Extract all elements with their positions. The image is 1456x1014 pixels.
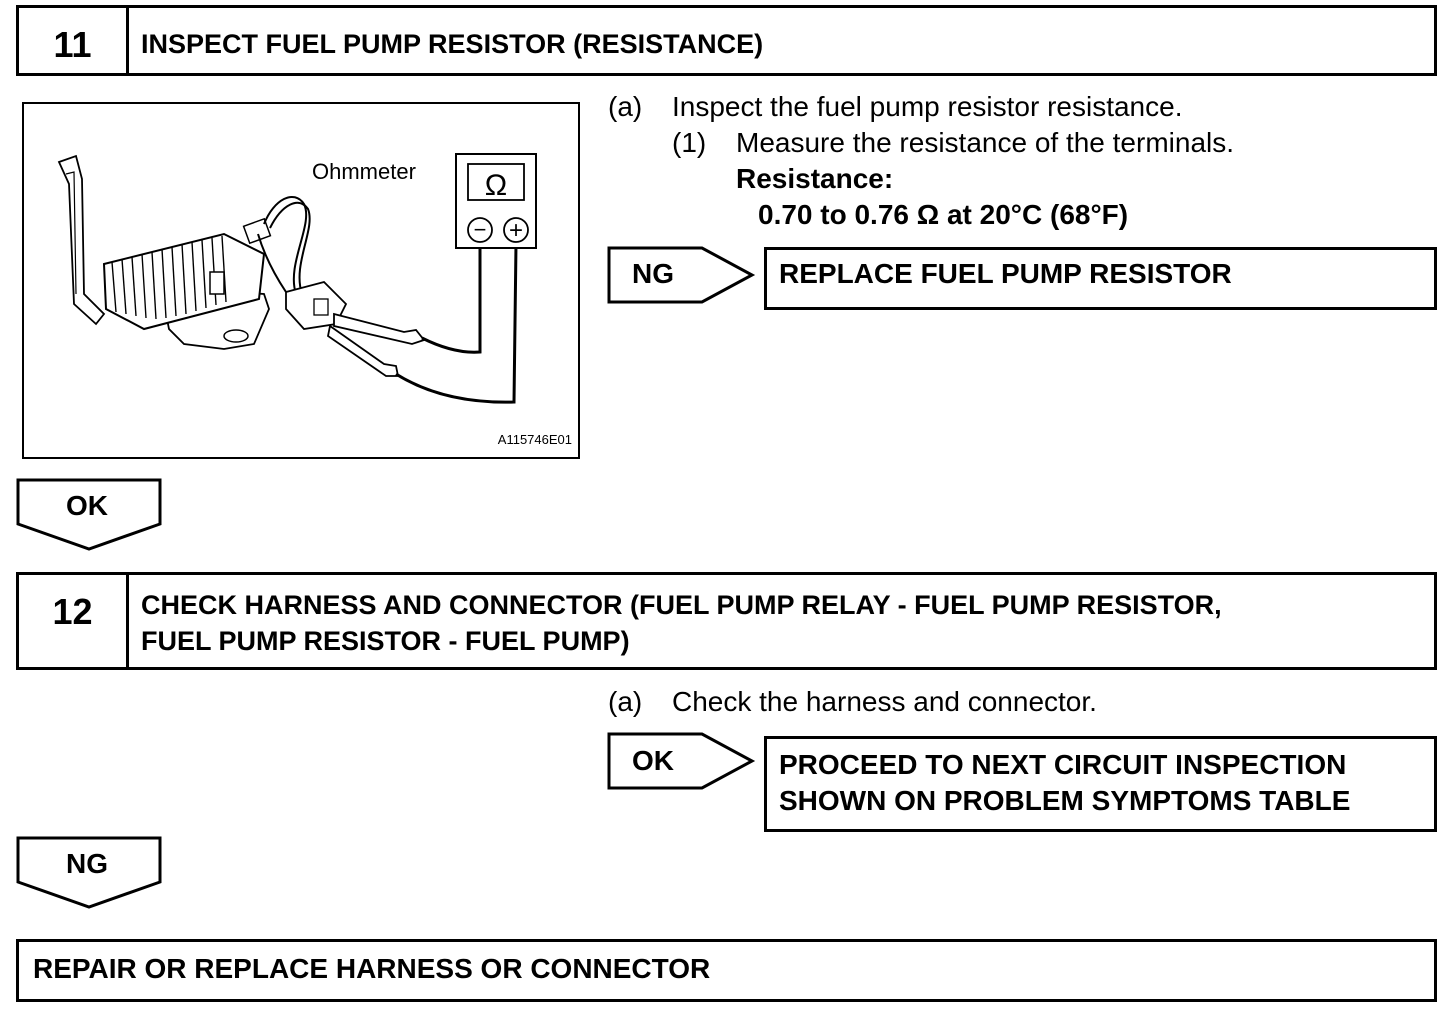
step-12-header: 12 CHECK HARNESS AND CONNECTOR (FUEL PUM… (16, 572, 1437, 670)
instruction-11-1-text: Measure the resistance of the terminals. (736, 127, 1235, 158)
proceed-next-circuit-box: PROCEED TO NEXT CIRCUIT INSPECTION SHOWN… (764, 736, 1437, 832)
fuel-pump-resistor-illustration: Ω − + Ohmmeter A115746E01 (57, 153, 572, 447)
ng-arrow-icon (607, 246, 756, 304)
ok-flow-label: OK (66, 490, 108, 521)
replace-resistor-box: REPLACE FUEL PUMP RESISTOR (764, 247, 1437, 310)
omega-icon: Ω (485, 169, 507, 202)
instruction-11-a-text: Inspect the fuel pump resistor resistanc… (672, 91, 1183, 122)
instruction-11-1-marker: (1) (672, 127, 707, 158)
ok-branch-label: OK (632, 745, 674, 776)
ok-arrow-icon (607, 732, 756, 790)
step-11-header: 11 INSPECT FUEL PUMP RESISTOR (RESISTANC… (16, 5, 1437, 76)
step-12-number: 12 (19, 575, 129, 667)
step-12-title-line1: CHECK HARNESS AND CONNECTOR (FUEL PUMP R… (141, 590, 1222, 620)
step-11-title: INSPECT FUEL PUMP RESISTOR (RESISTANCE) (141, 29, 764, 59)
resistance-label: Resistance: (736, 163, 894, 194)
figure-code: A115746E01 (498, 432, 572, 447)
instruction-12-a-text: Check the harness and connector. (672, 686, 1097, 717)
minus-terminal-icon: − (474, 217, 487, 242)
proceed-line2: SHOWN ON PROBLEM SYMPTOMS TABLE (779, 785, 1351, 816)
step-12-title-line2: FUEL PUMP RESISTOR - FUEL PUMP) (141, 626, 630, 656)
resistance-value: 0.70 to 0.76 Ω at 20°C (68°F) (758, 199, 1129, 230)
ok-down-arrow-icon (16, 478, 162, 551)
instruction-12-a-marker: (a) (608, 686, 643, 717)
ng-down-arrow-icon (16, 836, 162, 909)
plus-terminal-icon: + (509, 217, 523, 244)
instruction-11-a-marker: (a) (608, 91, 643, 122)
ng-flow-label: NG (66, 848, 108, 879)
ohmmeter-figure: Ω − + Ohmmeter A115746E01 (22, 102, 580, 459)
ng-branch-label: NG (632, 258, 674, 289)
step-11-number: 11 (19, 8, 129, 73)
repair-harness-box: REPAIR OR REPLACE HARNESS OR CONNECTOR (16, 939, 1437, 1002)
proceed-line1: PROCEED TO NEXT CIRCUIT INSPECTION (779, 749, 1347, 780)
ohmmeter-label: Ohmmeter (312, 159, 416, 184)
